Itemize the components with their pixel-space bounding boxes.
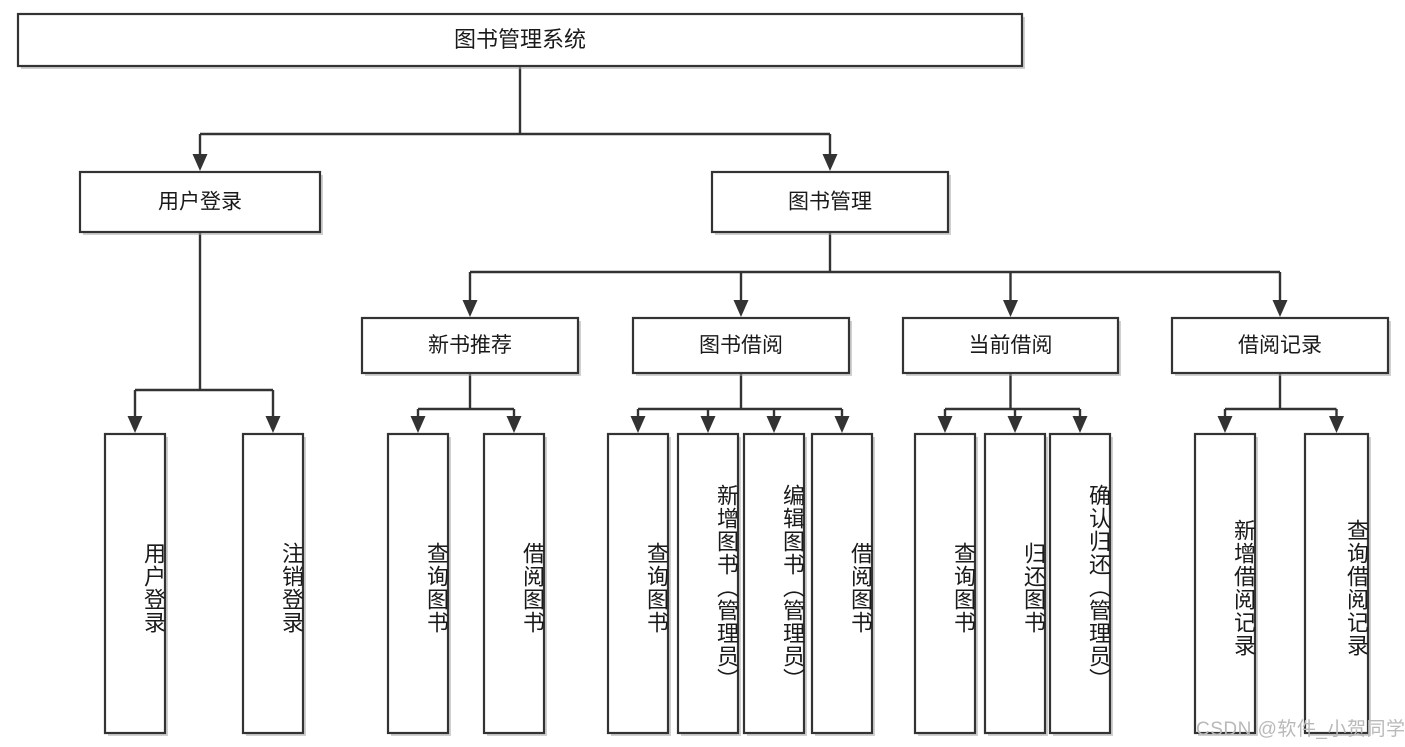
node-box-add-borrow-record[interactable] bbox=[1193, 432, 1257, 735]
node-box-query-book-3[interactable] bbox=[913, 432, 977, 735]
arrow-head-icon bbox=[834, 416, 850, 433]
node-label-root: 图书管理系统 bbox=[454, 27, 586, 52]
node-label-book-manage: 图书管理 bbox=[788, 191, 872, 214]
node-box-book-borrow[interactable] bbox=[631, 316, 851, 375]
arrow-head-icon bbox=[265, 416, 281, 433]
arrow-head-icon bbox=[1007, 416, 1023, 433]
node-box-query-book-1[interactable] bbox=[386, 432, 450, 735]
node-box-borrow-book-2[interactable] bbox=[810, 432, 874, 735]
node-box-book-manage[interactable] bbox=[710, 170, 950, 234]
node-label-borrow-record: 借阅记录 bbox=[1238, 334, 1322, 357]
node-box-add-book-admin[interactable] bbox=[676, 432, 740, 735]
node-box-current-borrow[interactable] bbox=[901, 316, 1120, 375]
node-box-user-login[interactable] bbox=[78, 170, 322, 234]
arrow-head-icon bbox=[766, 416, 782, 433]
node-box-query-book-2[interactable] bbox=[606, 432, 670, 735]
arrow-head-icon bbox=[192, 154, 208, 171]
arrow-head-icon bbox=[1329, 416, 1344, 433]
arrow-head-icon bbox=[410, 416, 426, 433]
node-box-user-logout[interactable] bbox=[241, 432, 305, 735]
watermark-text: CSDN @软件_小贺同学 bbox=[1196, 719, 1405, 740]
arrow-head-icon bbox=[1072, 416, 1088, 433]
arrow-head-icon bbox=[1217, 416, 1233, 433]
node-box-query-borrow-record[interactable] bbox=[1303, 432, 1370, 735]
arrow-head-icon bbox=[937, 416, 953, 433]
arrow-head-icon bbox=[1272, 300, 1288, 317]
node-box-borrow-record[interactable] bbox=[1170, 316, 1390, 375]
node-box-confirm-return-admin[interactable] bbox=[1048, 432, 1112, 735]
arrow-head-icon bbox=[506, 416, 522, 433]
arrow-head-icon bbox=[700, 416, 716, 433]
node-box-return-book[interactable] bbox=[983, 432, 1047, 735]
arrow-head-icon bbox=[733, 300, 749, 317]
node-box-root[interactable] bbox=[16, 12, 1024, 68]
node-box-edit-book-admin[interactable] bbox=[742, 432, 806, 735]
arrow-head-icon bbox=[1003, 300, 1018, 317]
node-box-user-login-do[interactable] bbox=[103, 432, 167, 735]
node-box-new-book-recommend[interactable] bbox=[360, 316, 580, 375]
arrow-head-icon bbox=[462, 300, 478, 317]
edges-layer bbox=[127, 66, 1344, 433]
node-label-book-borrow: 图书借阅 bbox=[699, 334, 783, 357]
node-box-borrow-book-1[interactable] bbox=[482, 432, 546, 735]
boxes-layer bbox=[16, 12, 1391, 736]
arrow-head-icon bbox=[822, 154, 838, 171]
node-label-new-book-recommend: 新书推荐 bbox=[428, 334, 512, 357]
arrow-head-icon bbox=[630, 416, 646, 433]
node-label-user-login: 用户登录 bbox=[158, 191, 242, 214]
arrow-head-icon bbox=[127, 416, 143, 433]
node-label-current-borrow: 当前借阅 bbox=[969, 334, 1053, 357]
